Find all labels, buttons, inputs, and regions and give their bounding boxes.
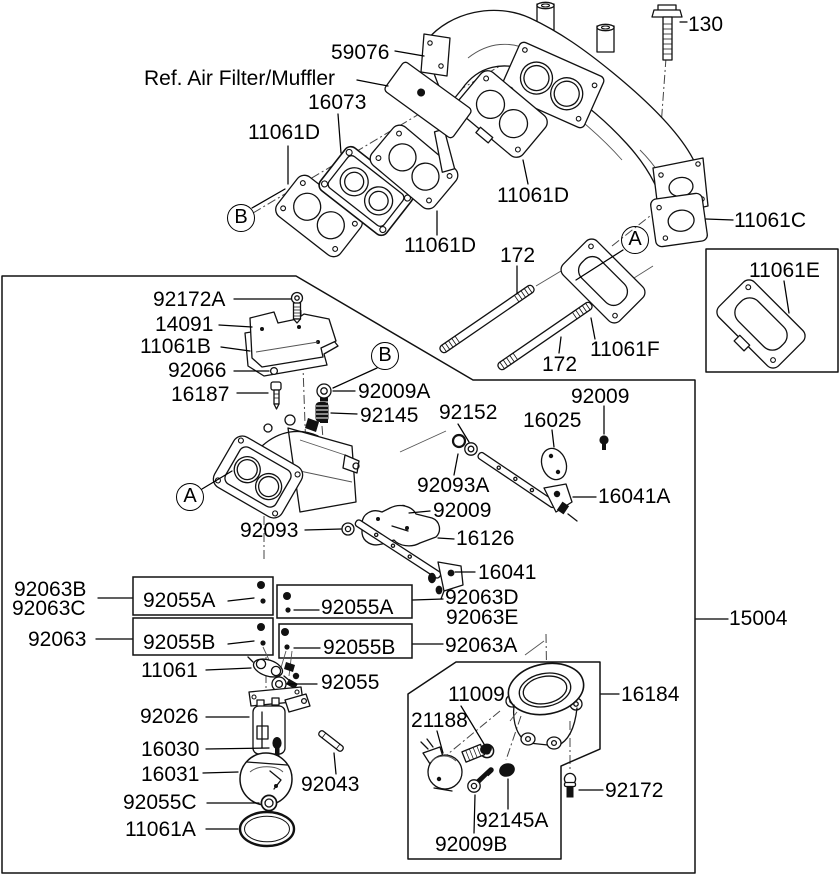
gasket-11061D-3-drawing xyxy=(450,67,551,165)
gasket-11061E-drawing xyxy=(709,277,808,376)
ref-circle-b-1: B xyxy=(227,204,255,232)
part-label-11009: 11009 xyxy=(448,683,505,706)
washer-92093-drawing xyxy=(342,523,354,535)
part-label-92063D: 92063D xyxy=(445,586,519,609)
air-filter-bracket-drawing xyxy=(365,61,489,177)
part-label-11061D-3: 11061D xyxy=(497,184,570,207)
ref-circle-a-2: A xyxy=(176,483,204,511)
gasket-11061F-drawing xyxy=(558,236,649,327)
gasket-11061D-2-drawing xyxy=(367,121,462,212)
choke-shaft-16041A-drawing xyxy=(477,451,577,521)
part-label-92009-2: 92009 xyxy=(433,499,492,522)
part-label-92055C: 92055C xyxy=(123,791,197,814)
hardware-box-92055B-left xyxy=(133,618,273,655)
part-label-16126: 16126 xyxy=(456,527,515,550)
leader-lines xyxy=(96,22,789,833)
part-label-92055B-1: 92055B xyxy=(143,631,216,654)
part-label-92009B: 92009B xyxy=(435,833,508,856)
bolt-92172-drawing xyxy=(564,773,575,798)
hardware-box-92055B-right xyxy=(279,624,412,658)
part-label-16025: 16025 xyxy=(523,409,582,432)
part-label-92063: 92063 xyxy=(28,628,87,651)
part-label-92063B: 92063B xyxy=(14,578,87,601)
part-label-14091: 14091 xyxy=(155,313,214,336)
part-label-92172: 92172 xyxy=(605,779,664,802)
part-label-92145: 92145 xyxy=(360,404,419,427)
screw-92172A-drawing xyxy=(292,293,303,324)
oring-11061A-drawing xyxy=(240,812,294,846)
part-label-16031: 16031 xyxy=(141,763,200,786)
part-label-11061D-1: 11061D xyxy=(248,121,321,144)
part-label-92063A: 92063A xyxy=(445,634,518,657)
part-label-21188: 21188 xyxy=(411,709,468,732)
clamp-11061-drawing xyxy=(248,656,290,681)
pin-92066-drawing xyxy=(271,368,278,375)
part-label-59076: 59076 xyxy=(331,41,390,64)
part-label-92009A: 92009A xyxy=(358,380,431,403)
part-label-11061B: 11061B xyxy=(140,335,211,358)
screw-92009B-drawing xyxy=(468,770,491,792)
part-label-11061: 11061 xyxy=(141,659,198,682)
valve-sub-box xyxy=(408,662,600,859)
part-label-92026: 92026 xyxy=(140,705,199,728)
part-label-92063C: 92063C xyxy=(12,597,86,620)
part-label-92055A-1: 92055A xyxy=(143,589,216,612)
jet-16187-drawing xyxy=(271,382,281,409)
part-label-92145A: 92145A xyxy=(476,809,549,832)
oring-92055C-drawing xyxy=(261,795,276,810)
part-label-16041: 16041 xyxy=(478,561,537,584)
part-label-11061A: 11061A xyxy=(125,818,196,841)
part-label-92066: 92066 xyxy=(168,359,227,382)
throttle-shaft-16041-drawing xyxy=(354,519,463,599)
flange-bolt-130-drawing xyxy=(652,5,682,60)
hardware-box-92055A-right xyxy=(277,585,412,618)
part-label-92063E: 92063E xyxy=(446,606,519,629)
stud-172-2-drawing xyxy=(497,301,594,371)
part-label-16030: 16030 xyxy=(141,738,200,761)
hardware-box-92055A-left xyxy=(133,577,273,615)
part-label-92093A: 92093A xyxy=(417,474,490,497)
part-label-16041A: 16041A xyxy=(598,485,671,508)
part-label-15004: 15004 xyxy=(729,607,788,630)
part-label-92055: 92055 xyxy=(321,671,380,694)
stud-172-1-drawing xyxy=(439,284,536,354)
choke-plate-16025-drawing xyxy=(537,445,570,483)
part-label-16184: 16184 xyxy=(621,683,680,706)
part-label-92009-1: 92009 xyxy=(571,385,630,408)
screw-92009-1-drawing xyxy=(599,435,609,450)
part-label-92152: 92152 xyxy=(439,401,498,424)
part-label-172-2: 172 xyxy=(542,353,578,376)
part-label-92055B-2: 92055B xyxy=(323,636,396,659)
part-label-130: 130 xyxy=(688,13,724,36)
solenoid-21188-drawing xyxy=(421,739,492,791)
ref-air-filter-muffler-label: Ref. Air Filter/Muffler xyxy=(144,67,335,90)
main-assembly-box-15004 xyxy=(2,276,695,873)
part-label-11061D-2: 11061D xyxy=(404,234,477,257)
part-label-11061F: 11061F xyxy=(590,338,660,361)
gasket-box-11061E xyxy=(706,249,838,372)
part-label-16187: 16187 xyxy=(171,383,230,406)
part-label-172-1: 172 xyxy=(500,244,536,267)
part-label-11061E: 11061E xyxy=(749,259,820,282)
carburetor-body-drawing xyxy=(210,415,359,522)
part-label-92172A: 92172A xyxy=(153,288,226,311)
part-label-92093: 92093 xyxy=(240,519,299,542)
ref-circle-a-1: A xyxy=(621,226,649,254)
spring-92145-drawing xyxy=(315,402,329,422)
part-label-92043: 92043 xyxy=(301,773,360,796)
pin-92043-drawing xyxy=(318,730,345,753)
chamber-16184-drawing xyxy=(504,657,588,749)
washers-92152-92093A-drawing xyxy=(453,435,477,455)
gasket-11061D-1-drawing xyxy=(272,172,366,261)
part-label-92055A-2: 92055A xyxy=(321,596,394,619)
gasket-11061C-drawing xyxy=(650,193,708,248)
cover-plate-14091-drawing xyxy=(250,312,336,367)
plunger-92145A-drawing xyxy=(499,763,515,777)
ref-circle-b-2: B xyxy=(371,342,399,370)
part-label-16073: 16073 xyxy=(308,91,367,114)
jets-92063D-92063E-drawing xyxy=(428,572,443,595)
part-label-11061C: 11061C xyxy=(734,209,807,232)
